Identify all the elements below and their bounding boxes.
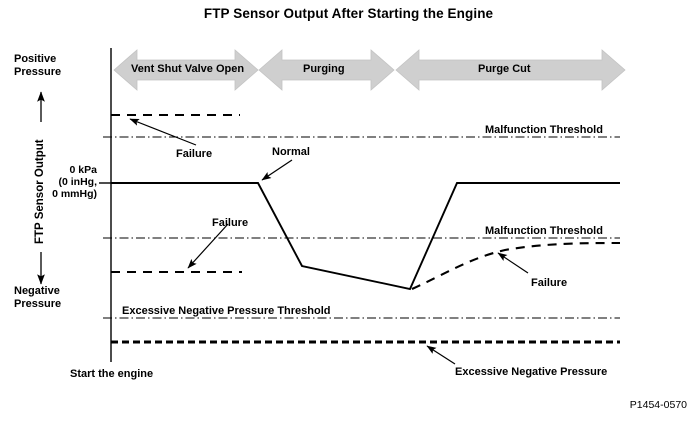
failure-right-curve [411, 241, 621, 290]
phase-band-arrow-3 [395, 49, 626, 91]
positive-pressure-label: Positive Pressure [14, 53, 62, 78]
band-label-purge-cut: Purge Cut [478, 63, 531, 75]
failure-upper-leader [129, 118, 197, 146]
phase-band-arrow-1 [113, 49, 259, 91]
band-label-vent-shut-valve-open: Vent Shut Valve Open [131, 63, 245, 75]
failure-right-leader [497, 252, 529, 274]
phase-band-arrow-2 [258, 49, 395, 91]
normal-leader [261, 159, 293, 181]
excessive-negative-pressure-label: Excessive Negative Pressure [455, 366, 608, 378]
page-title: FTP Sensor Output After Starting the Eng… [203, 6, 494, 21]
figure-code: P1454-0570 [629, 399, 687, 411]
failure-right-label: Failure [531, 277, 568, 289]
failure-lower-leader [187, 223, 229, 269]
normal-curve [111, 182, 620, 291]
failure-upper-label: Failure [176, 148, 213, 160]
negative-pressure-label: Negative Pressure [14, 285, 62, 310]
excessive-negative-pressure-threshold-label: Excessive Negative Pressure Threshold [122, 305, 331, 317]
failure-lower-label: Failure [212, 217, 249, 229]
malfunction-threshold-upper-label: Malfunction Threshold [485, 124, 603, 136]
start-the-engine-label: Start the engine [70, 368, 154, 380]
band-label-purging: Purging [303, 63, 345, 75]
normal-label: Normal [272, 146, 310, 158]
zero-value-label: 0 kPa (0 inHg, 0 mmHg) [52, 164, 97, 200]
excessive-negative-pressure-leader [426, 345, 456, 365]
phase-band-arrows [113, 49, 626, 91]
malfunction-threshold-lower-label: Malfunction Threshold [485, 225, 603, 237]
